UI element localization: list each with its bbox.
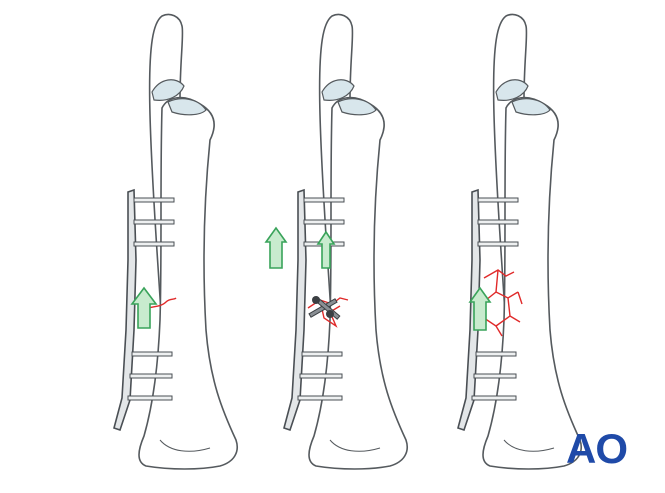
bone-with-plate <box>457 13 583 470</box>
arrow-up-icon <box>316 230 336 269</box>
bone-with-plate <box>113 13 239 470</box>
bone-with-plate <box>283 13 409 470</box>
panel-wedge-fracture-lag-screws <box>264 13 409 470</box>
lag-screws <box>308 296 341 320</box>
arrow-up-icon <box>130 286 158 329</box>
panel-simple-fracture <box>113 13 239 470</box>
ao-logo: AO <box>566 425 628 472</box>
panel-comminuted-fracture <box>457 13 583 470</box>
arrow-up-icon <box>264 226 288 269</box>
fracture-line <box>483 269 523 337</box>
arrow-up-icon <box>468 286 492 331</box>
